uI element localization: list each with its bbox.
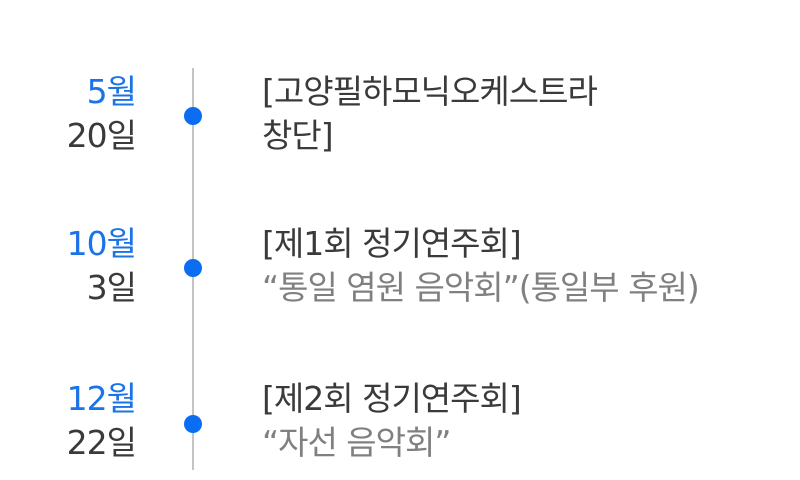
timeline-dot-icon <box>184 259 202 277</box>
event-day: 20일 <box>66 116 137 155</box>
event-day: 3일 <box>86 268 137 307</box>
event-date: 5월 20일 <box>66 70 137 158</box>
event-title-continued: 창단] <box>262 116 334 155</box>
event-title: [제1회 정기연주회] <box>262 224 522 263</box>
event-date: 12월 22일 <box>66 377 137 465</box>
event-date: 10월 3일 <box>66 222 137 310</box>
event-day: 22일 <box>66 423 137 462</box>
event-month: 12월 <box>66 379 137 418</box>
event-description: [제2회 정기연주회] “자선 음악회” <box>262 377 522 465</box>
timeline-dot-icon <box>184 107 202 125</box>
event-description: [제1회 정기연주회] “통일 염원 음악회”(통일부 후원) <box>262 222 700 310</box>
event-title: [고양필하모닉오케스트라 <box>262 72 598 111</box>
event-month: 5월 <box>86 72 137 111</box>
event-title: [제2회 정기연주회] <box>262 379 522 418</box>
timeline-dot-icon <box>184 415 202 433</box>
event-description: [고양필하모닉오케스트라 창단] <box>262 70 598 158</box>
event-month: 10월 <box>66 224 137 263</box>
event-subtitle: “자선 음악회” <box>262 423 451 462</box>
event-subtitle: “통일 염원 음악회”(통일부 후원) <box>262 268 700 307</box>
